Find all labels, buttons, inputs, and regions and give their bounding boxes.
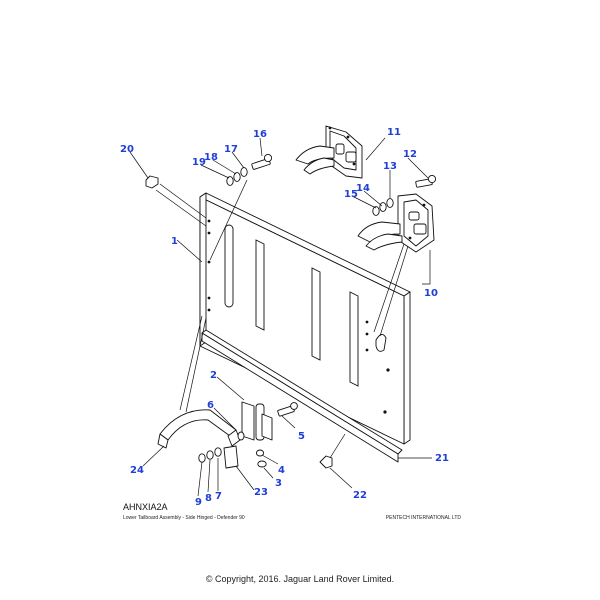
callout-10: 10	[424, 288, 438, 299]
callout-21: 21	[435, 453, 449, 464]
copyright-notice: © Copyright, 2016. Jaguar Land Rover Lim…	[205, 574, 395, 584]
upper-latch	[295, 125, 363, 179]
callout-19: 19	[192, 157, 206, 168]
callout-14: 14	[356, 183, 370, 194]
callout-3: 3	[275, 478, 282, 489]
lower-latch	[357, 193, 435, 253]
callout-17: 17	[224, 144, 238, 155]
publisher-credit: PENTECH INTERNATIONAL LTD	[385, 515, 461, 521]
callout-4: 4	[278, 465, 285, 476]
callout-13: 13	[383, 161, 397, 172]
callout-9: 9	[195, 497, 202, 508]
callout-11: 11	[387, 127, 401, 138]
callout-6: 6	[207, 400, 214, 411]
callout-8: 8	[205, 493, 212, 504]
hinge-hardware	[157, 401, 333, 469]
tailboard-panel	[199, 192, 411, 445]
callout-23: 23	[254, 487, 268, 498]
callout-7: 7	[215, 491, 222, 502]
callout-18: 18	[204, 152, 218, 163]
bottom-rail	[201, 329, 403, 463]
callout-2: 2	[210, 370, 217, 381]
callout-12: 12	[403, 149, 417, 160]
diagram-subtitle: Lower Tailboard Assembly - Side Hinged -…	[123, 515, 245, 521]
upper-hardware	[145, 153, 437, 216]
callout-20: 20	[120, 144, 134, 155]
callout-15: 15	[344, 189, 358, 200]
callout-5: 5	[298, 431, 305, 442]
callout-16: 16	[253, 129, 267, 140]
callout-24: 24	[130, 465, 144, 476]
diagram-id: AHNXIA2A	[123, 502, 168, 512]
leader-lines	[129, 137, 432, 497]
callouts: 1 2 3 4 5 6 7 8 9 10 11 12 13 14 15 16 1…	[120, 127, 449, 508]
callout-1: 1	[171, 236, 178, 247]
callout-22: 22	[353, 490, 367, 501]
